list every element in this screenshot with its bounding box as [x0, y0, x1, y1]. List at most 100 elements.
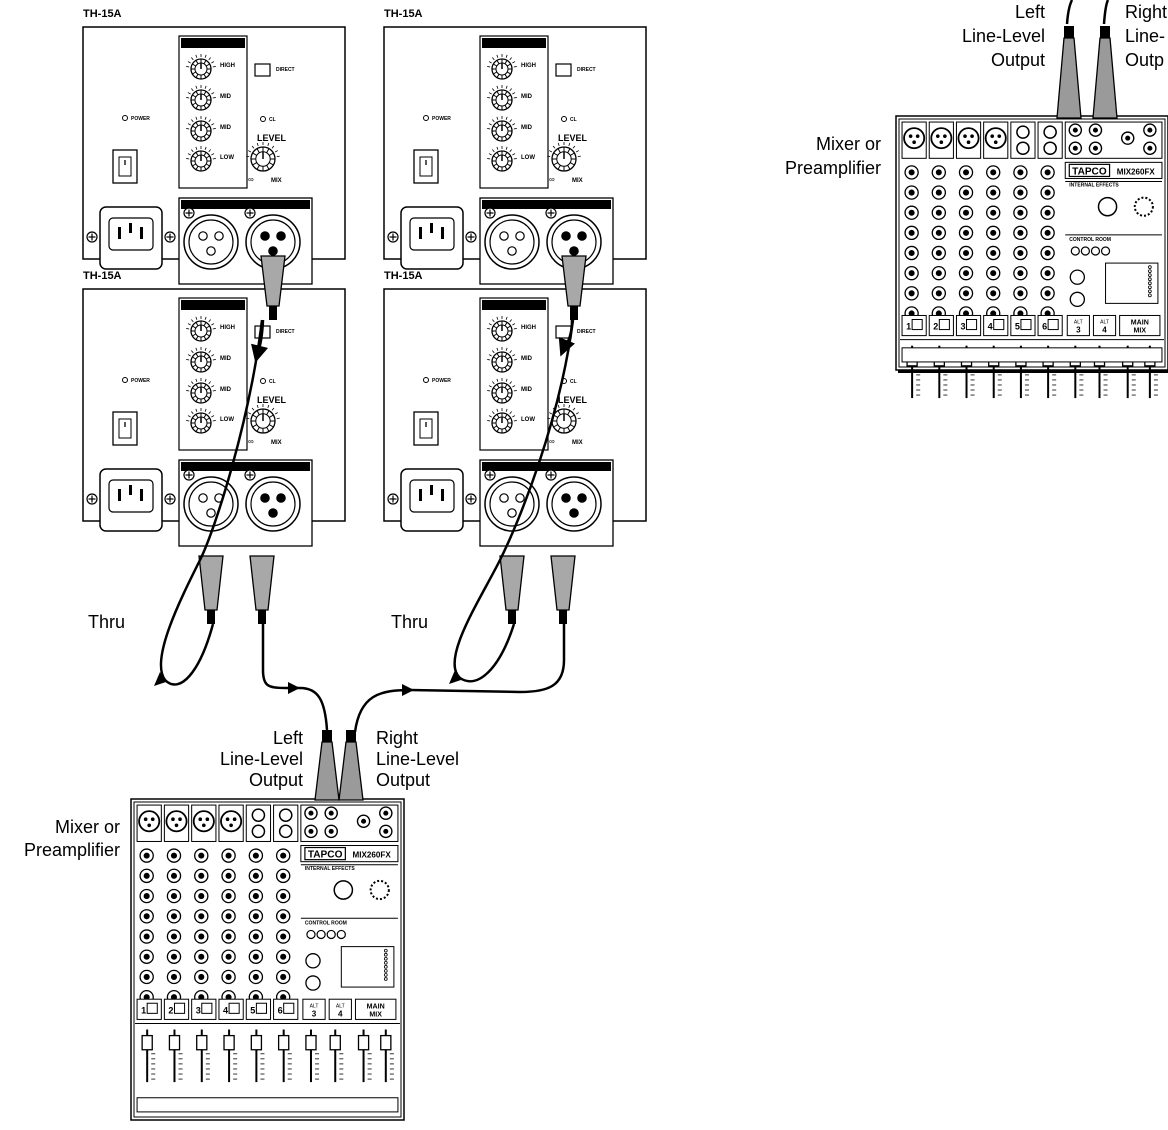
level-max-label: MIX: [572, 178, 583, 184]
right-left-output-line1: Left: [1015, 2, 1045, 22]
eq-knob-label: MID: [521, 387, 533, 393]
thru-label-left: Thru: [88, 612, 125, 632]
arrow-icon: [288, 682, 300, 694]
eq-knob-label: HIGH: [220, 63, 235, 69]
power-led-icon: [423, 115, 429, 121]
fader-cap: [329, 1034, 341, 1051]
mixers-layer: TAPCO MIX260FX INTERNAL EFFECTS CONTROL ROO…: [130, 115, 1168, 1121]
clip-label: CL: [570, 379, 577, 385]
level-min-label: ∞: [549, 175, 555, 184]
level-min-label: ∞: [549, 437, 555, 446]
right-mixer-right-plug: [1092, 26, 1118, 119]
right-right-output-line3: Outp: [1125, 50, 1164, 70]
mixer-model-label: MIX260FX: [1117, 167, 1156, 176]
xlr-in-jack: [546, 214, 602, 270]
eq-knob-label: HIGH: [220, 325, 235, 331]
left-output-label-line1: Left: [273, 728, 303, 748]
mixer-xlr-icon: [220, 810, 243, 833]
out-label: OUT: [204, 202, 220, 209]
channel-number: 1: [906, 322, 911, 332]
mixer-brand-label: TAPCO: [308, 850, 343, 861]
power-label: POWER: [432, 116, 451, 122]
mixer-xlr-icon: [984, 127, 1007, 150]
eq-knob: [487, 378, 517, 404]
main-mix-label: MAIN: [367, 1003, 385, 1010]
right-mixer-label-line2: Preamplifier: [785, 158, 881, 178]
speaker-panel: TH-15AEQHIGHMIDMIDLOWDIRECTCLLEVEL∞MIXPO…: [82, 270, 346, 547]
right-trs-plug: [338, 730, 364, 801]
level-max-label: MIX: [271, 440, 282, 446]
effects-selector-knob: [333, 880, 354, 900]
fader-cap: [277, 1034, 290, 1051]
channel-number: 3: [196, 1005, 201, 1015]
alt4-number: 4: [338, 1009, 343, 1018]
eq-knob: [186, 408, 216, 434]
alt3-label: ALT: [1074, 320, 1083, 326]
xlr-in-jack: [546, 476, 602, 532]
level-label: LEVEL: [558, 395, 588, 405]
lower-left-in-plug: [249, 555, 275, 624]
mixer-model-label: MIX260FX: [353, 851, 392, 860]
eq-knob-label: LOW: [521, 155, 535, 161]
direct-switch: [254, 63, 271, 77]
eq-knob-label: MID: [220, 356, 232, 362]
bottom-strip: [136, 1097, 399, 1113]
eq-knob: [186, 85, 216, 111]
main-mix-label-2: MIX: [1134, 328, 1147, 335]
channel-number: 5: [250, 1005, 255, 1015]
channel-number: 4: [223, 1005, 229, 1015]
effects-param-knob: [369, 879, 390, 901]
eq-knob: [487, 347, 517, 373]
eq-label: EQ: [207, 301, 219, 310]
level-min-label: ∞: [248, 437, 254, 446]
effects-selector-knob: [1097, 196, 1118, 217]
arrow-icon: [449, 670, 461, 684]
channel-number: 2: [168, 1005, 173, 1015]
eq-knob-label: MID: [521, 356, 533, 362]
speaker-panel: TH-15AEQHIGHMIDMIDLOWDIRECTCLLEVEL∞MIXPO…: [383, 270, 647, 547]
bottom-strip: [901, 347, 1163, 363]
alt4-button: [328, 998, 352, 1020]
level-knob: [547, 142, 581, 172]
fader-cap: [196, 1034, 208, 1051]
effects-label: INTERNAL EFFECTS: [305, 866, 355, 872]
top-left-in-plug: [260, 255, 286, 320]
clip-label: CL: [269, 379, 276, 385]
right-right-output-line2: Line-: [1125, 26, 1165, 46]
eq-knob: [186, 146, 216, 172]
channel-number: 6: [278, 1005, 283, 1015]
alt4-button: [1092, 314, 1117, 337]
fader-cap: [141, 1034, 153, 1051]
channel-number: 5: [1015, 322, 1020, 332]
mixer-xlr-icon: [930, 127, 953, 150]
main-mix-box: [354, 998, 397, 1020]
eq-knob: [487, 408, 517, 434]
right-output-cable: [353, 624, 566, 733]
alt4-number: 4: [1102, 326, 1107, 335]
channel-number: 2: [933, 322, 938, 332]
control-room-label: CONTROL ROOM: [1069, 237, 1111, 243]
right-mixer-right-cable: [1102, 0, 1110, 25]
mixer-xlr-icon: [192, 810, 215, 833]
xlr-out-jack: [484, 476, 540, 532]
direct-label: DIRECT: [577, 67, 596, 73]
direct-label: DIRECT: [577, 329, 596, 335]
eq-label: EQ: [508, 39, 520, 48]
eq-label: EQ: [207, 39, 219, 48]
main-mix-box: [1119, 314, 1161, 337]
mixer-xlr-icon: [903, 127, 926, 150]
alt3-button: [1066, 314, 1090, 337]
alt3-number: 3: [1076, 326, 1081, 335]
eq-knob: [487, 146, 517, 172]
control-room-label: CONTROL ROOM: [305, 920, 347, 926]
in-label: IN: [270, 464, 277, 471]
right-output-label-line1: Right: [376, 728, 418, 748]
speaker-model-label: TH-15A: [83, 8, 122, 20]
xlr-in-jack: [245, 476, 301, 532]
main-mix-label-2: MIX: [369, 1011, 382, 1018]
level-knob: [547, 404, 581, 434]
xlr-out-jack: [183, 214, 239, 270]
